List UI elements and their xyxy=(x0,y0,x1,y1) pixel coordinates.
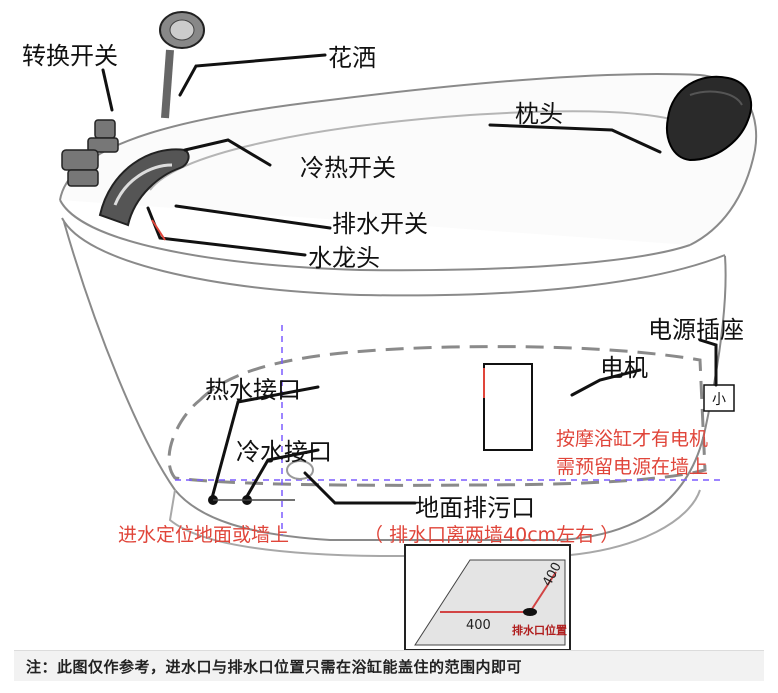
tub-footprint-outline xyxy=(167,345,707,487)
label-drain-switch: 排水开关 xyxy=(332,210,428,238)
note-inlet-position: 进水定位地面或墙上 xyxy=(118,524,290,546)
svg-text:⼩: ⼩ xyxy=(712,392,726,408)
purple-guides xyxy=(175,325,720,535)
note-motor-line2: 需预留电源在墙上 xyxy=(556,456,709,478)
floor-drain-circle xyxy=(286,460,314,480)
drain-position-inset xyxy=(404,544,571,651)
label-floor-drain: 地面排污口 xyxy=(415,494,535,522)
label-shower-head: 花洒 xyxy=(328,44,376,72)
label-faucet: 水龙头 xyxy=(308,244,380,272)
label-motor: 电机 xyxy=(600,354,648,382)
leader-lines xyxy=(101,53,718,505)
motor-box xyxy=(483,363,533,451)
label-cold-water-inlet: 冷水接口 xyxy=(236,438,332,466)
inset-drain-label: 排水口位置 xyxy=(512,624,567,637)
shower-shape xyxy=(159,11,205,119)
note-motor-line1: 按摩浴缸才有电机 xyxy=(556,428,709,450)
label-pillow: 枕头 xyxy=(515,100,563,128)
power-socket-box xyxy=(703,384,735,412)
faucet-shape xyxy=(98,148,190,227)
label-power-socket: 电源插座 xyxy=(648,316,744,344)
bathtub-body xyxy=(59,73,758,557)
note-drain-distance: （ 排水口离两墙40cm左右 ） xyxy=(364,524,620,546)
bottom-note-bar xyxy=(14,650,764,681)
bottom-note: 注：此图仅作参考，进水口与排水口位置只需在浴缸能盖住的范围内即可 xyxy=(26,658,523,676)
label-hot-cold-switch: 冷热开关 xyxy=(300,154,396,182)
label-switch-valve: 转换开关 xyxy=(22,42,118,70)
pillow-shape xyxy=(666,75,753,162)
valve-handles xyxy=(61,119,119,187)
label-hot-water-inlet: 热水接口 xyxy=(205,376,301,404)
inset-dim-horizontal: 400 xyxy=(466,618,491,633)
